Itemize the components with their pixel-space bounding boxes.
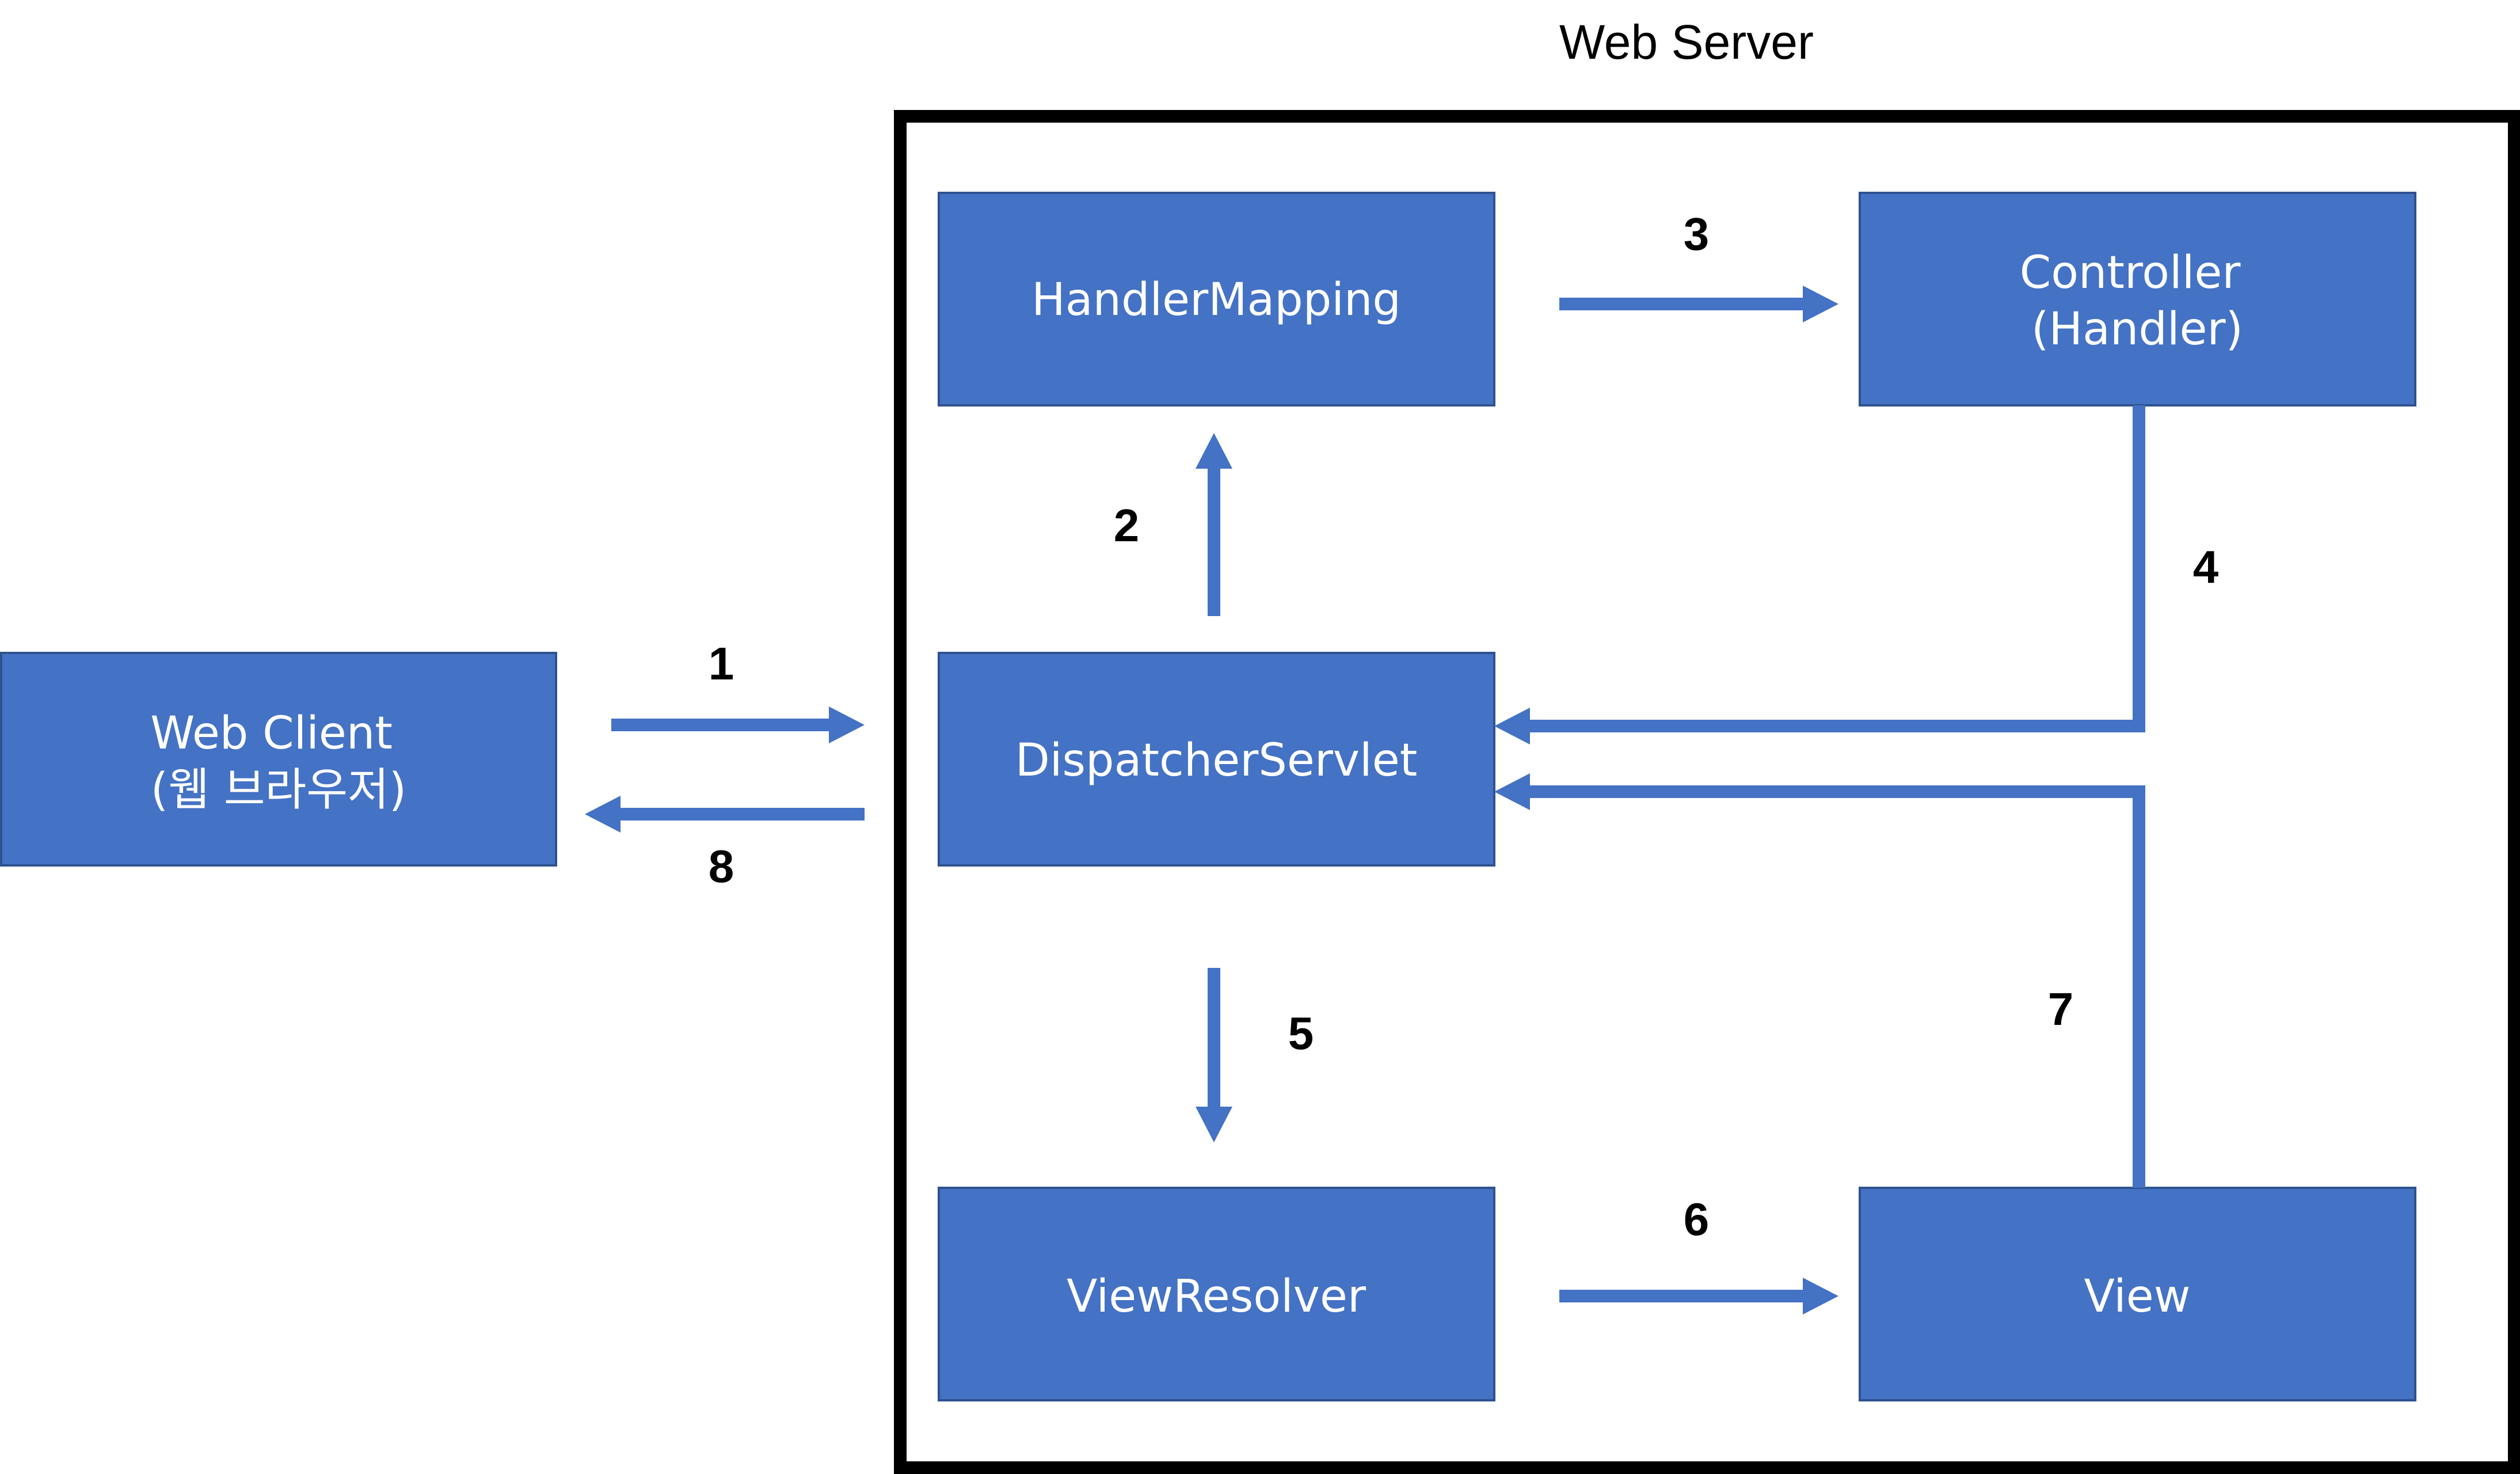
step-label-4: 4 xyxy=(2193,541,2219,592)
svg-text:Controller (Handler): Controller (Handler) xyxy=(2020,247,2255,355)
step-label-8: 8 xyxy=(709,841,734,892)
node-view-resolver: ViewResolver xyxy=(938,1187,1495,1401)
svg-text:DispatcherServlet: DispatcherServlet xyxy=(1015,735,1418,787)
step-label-5: 5 xyxy=(1288,1008,1314,1059)
step-label-7: 7 xyxy=(2048,983,2074,1035)
node-controller-line-1: Controller xyxy=(2020,247,2241,299)
node-web-client-line-1: Web Client xyxy=(150,708,393,759)
web-server-frame xyxy=(894,110,2520,1474)
edge-7 xyxy=(1494,773,2145,1188)
edge-2 xyxy=(1196,433,1232,616)
node-controller-line-2: (Handler) xyxy=(2031,303,2243,355)
step-label-2: 2 xyxy=(1114,500,1140,551)
node-controller: Controller (Handler) xyxy=(1859,192,2416,407)
edge-3 xyxy=(1559,286,1838,322)
node-web-client-line-2: (웹 브라우저) xyxy=(151,764,406,816)
svg-text:HandlerMapping: HandlerMapping xyxy=(1031,274,1401,326)
step-label-3: 3 xyxy=(1684,208,1710,260)
node-dispatcher-servlet-label: DispatcherServlet xyxy=(1015,735,1418,787)
svg-text:ViewResolver: ViewResolver xyxy=(1067,1271,1366,1323)
node-view-label: View xyxy=(2084,1271,2190,1323)
step-label-6: 6 xyxy=(1684,1194,1710,1245)
svg-text:View: View xyxy=(2084,1271,2190,1323)
node-handler-mapping-label: HandlerMapping xyxy=(1031,274,1401,326)
node-view: View xyxy=(1859,1187,2416,1401)
step-label-1: 1 xyxy=(709,638,734,689)
node-web-client: Web Client (웹 브라우저) xyxy=(0,652,557,867)
edge-1 xyxy=(611,706,865,743)
edge-5 xyxy=(1196,968,1232,1142)
edge-6 xyxy=(1559,1278,1838,1315)
node-dispatcher-servlet: DispatcherServlet xyxy=(938,652,1495,867)
svg-text:Web Client (웹 브라우저): Web Client (웹 브라우저) xyxy=(150,708,406,816)
web-server-title: Web Server xyxy=(1559,15,1814,69)
node-handler-mapping: HandlerMapping xyxy=(938,192,1495,407)
edge-4 xyxy=(1494,405,2145,744)
edge-8 xyxy=(585,796,865,833)
node-view-resolver-label: ViewResolver xyxy=(1067,1271,1366,1323)
